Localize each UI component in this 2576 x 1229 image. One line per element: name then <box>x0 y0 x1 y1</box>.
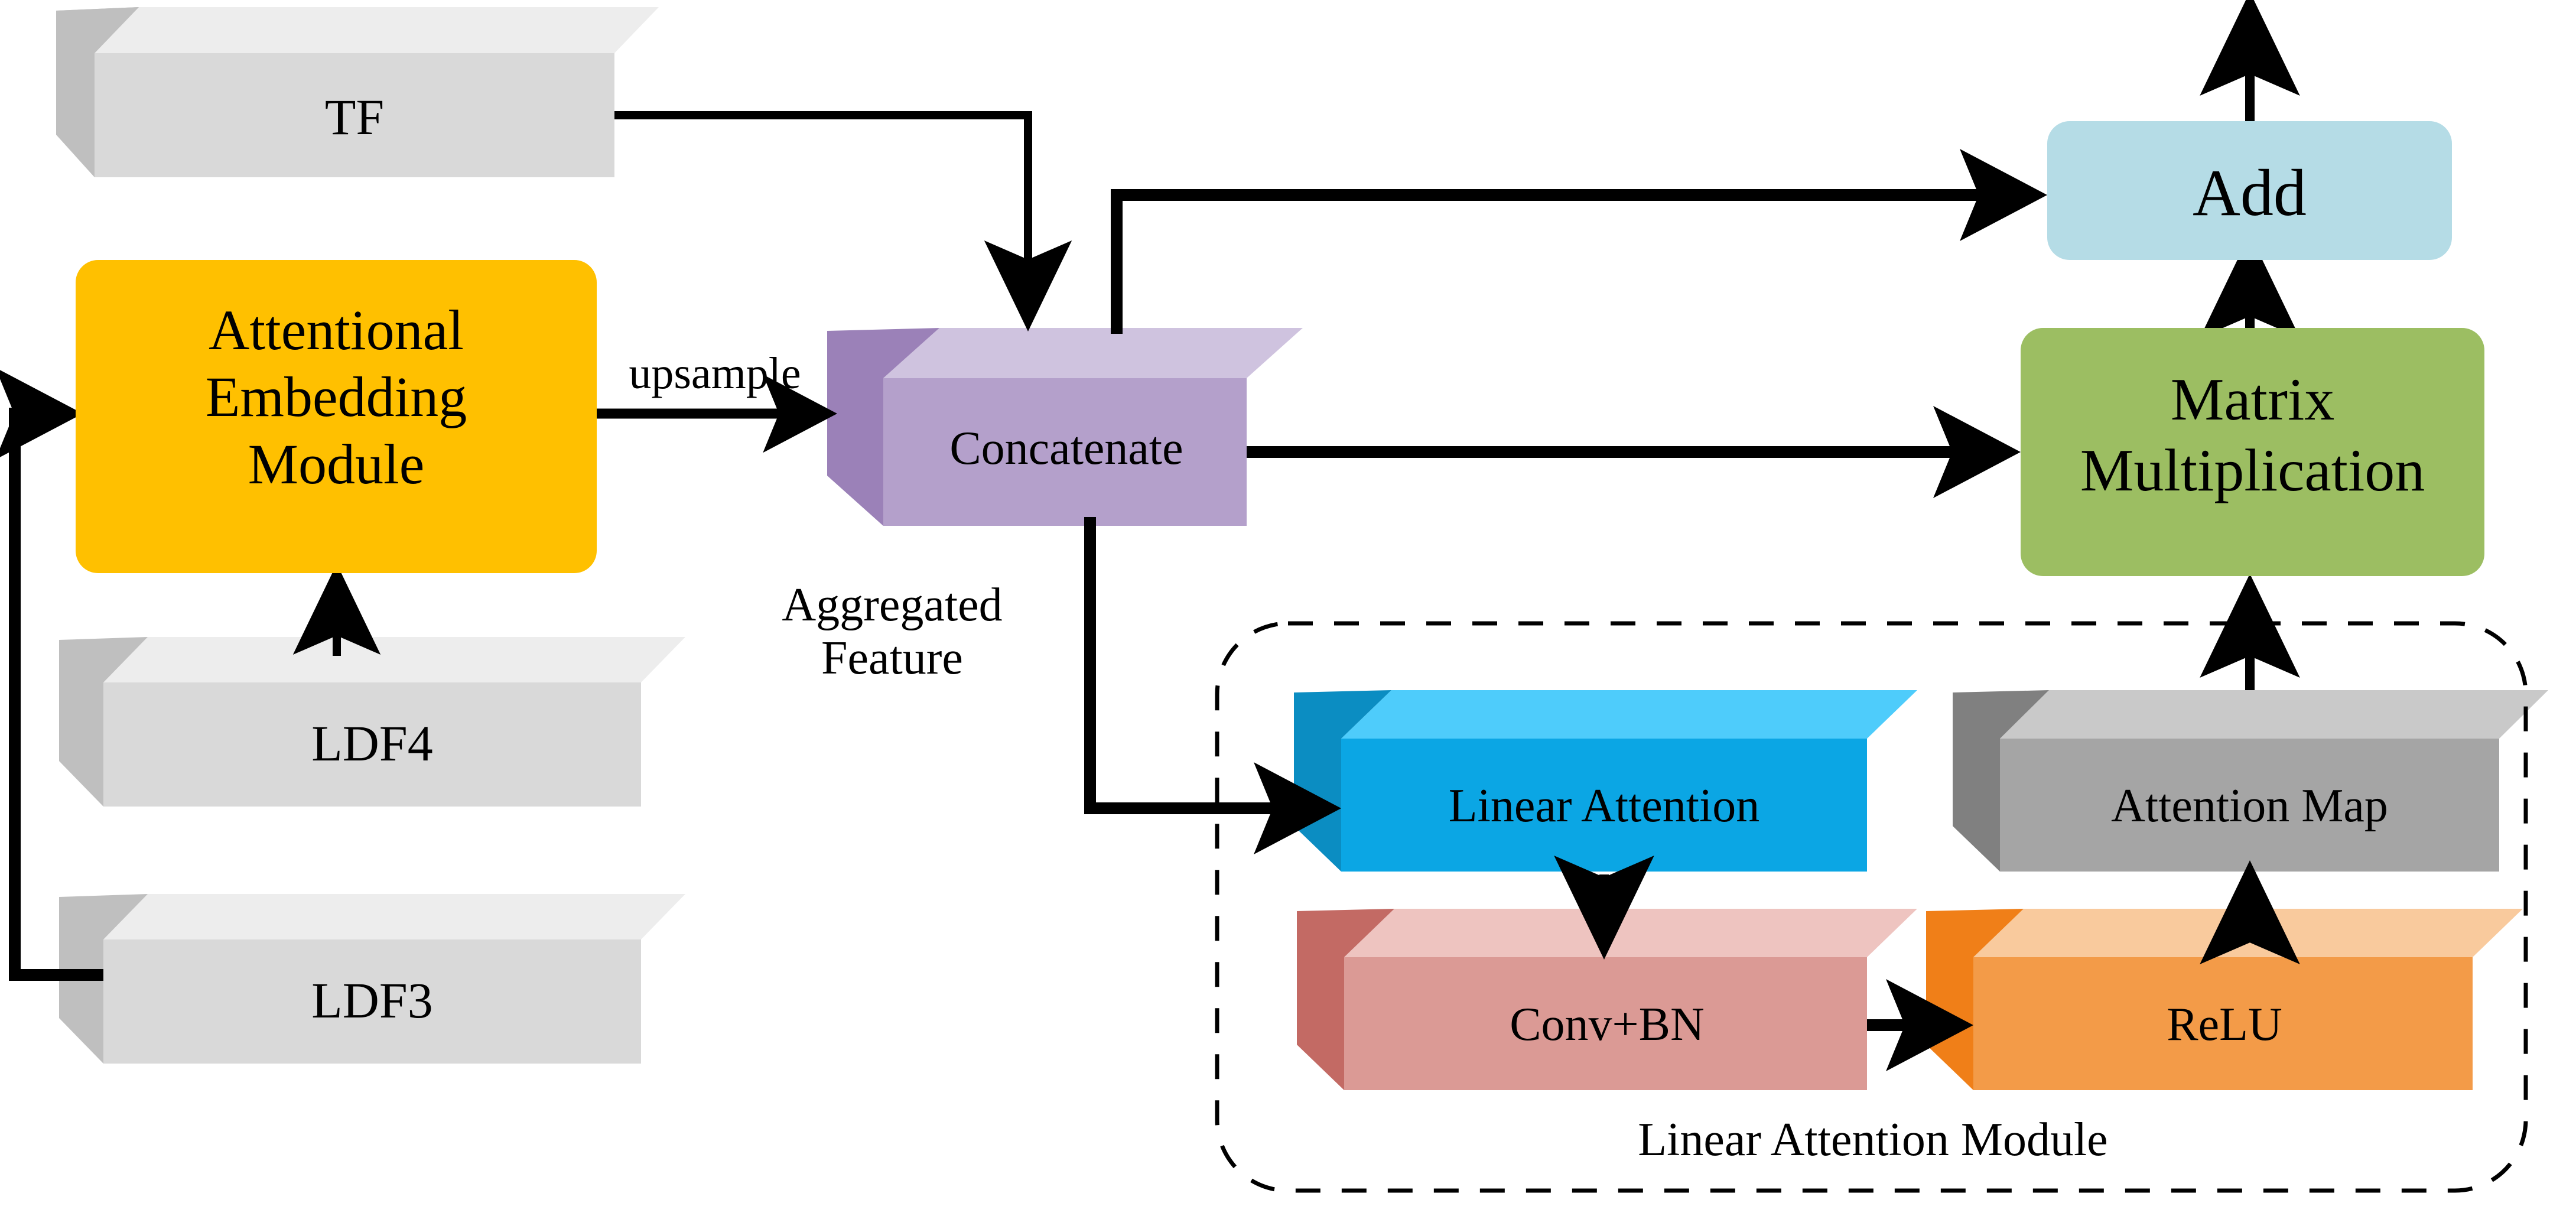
attentional-embedding-module-node[interactable]: Attentional Embedding Module <box>76 260 597 573</box>
add-node[interactable]: Add <box>2047 121 2452 260</box>
ldf4-label: LDF4 <box>311 715 433 772</box>
edge-concatenate-to-add <box>1111 149 2047 334</box>
tf-label: TF <box>324 89 385 145</box>
attentional-embedding-module-label: Attentional Embedding Module <box>205 298 467 496</box>
aggregated-feature-label: Aggregated Feature <box>782 579 1003 684</box>
linear-attention-label: Linear Attention <box>1448 780 1760 832</box>
concatenate-label: Concatenate <box>949 422 1183 474</box>
upsample-label: upsample <box>629 349 801 398</box>
ldf3-label: LDF3 <box>311 972 433 1029</box>
matrix-multiplication-label: Matrix Multiplication <box>2080 366 2425 505</box>
attention-map-label: Attention Map <box>2111 780 2388 832</box>
add-label: Add <box>2193 157 2307 230</box>
linear-attention-module-group <box>1215 621 2528 1193</box>
relu-label: ReLU <box>2167 999 2282 1051</box>
edge-tf-to-concatenate <box>614 111 1072 331</box>
conv-bn-label: Conv+BN <box>1510 999 1705 1051</box>
edge-concatenate-to-linear-attention <box>1084 517 1341 854</box>
linear-attention-module-group-label: Linear Attention Module <box>1638 1114 2108 1166</box>
matrix-multiplication-node[interactable]: Matrix Multiplication <box>2021 328 2484 576</box>
